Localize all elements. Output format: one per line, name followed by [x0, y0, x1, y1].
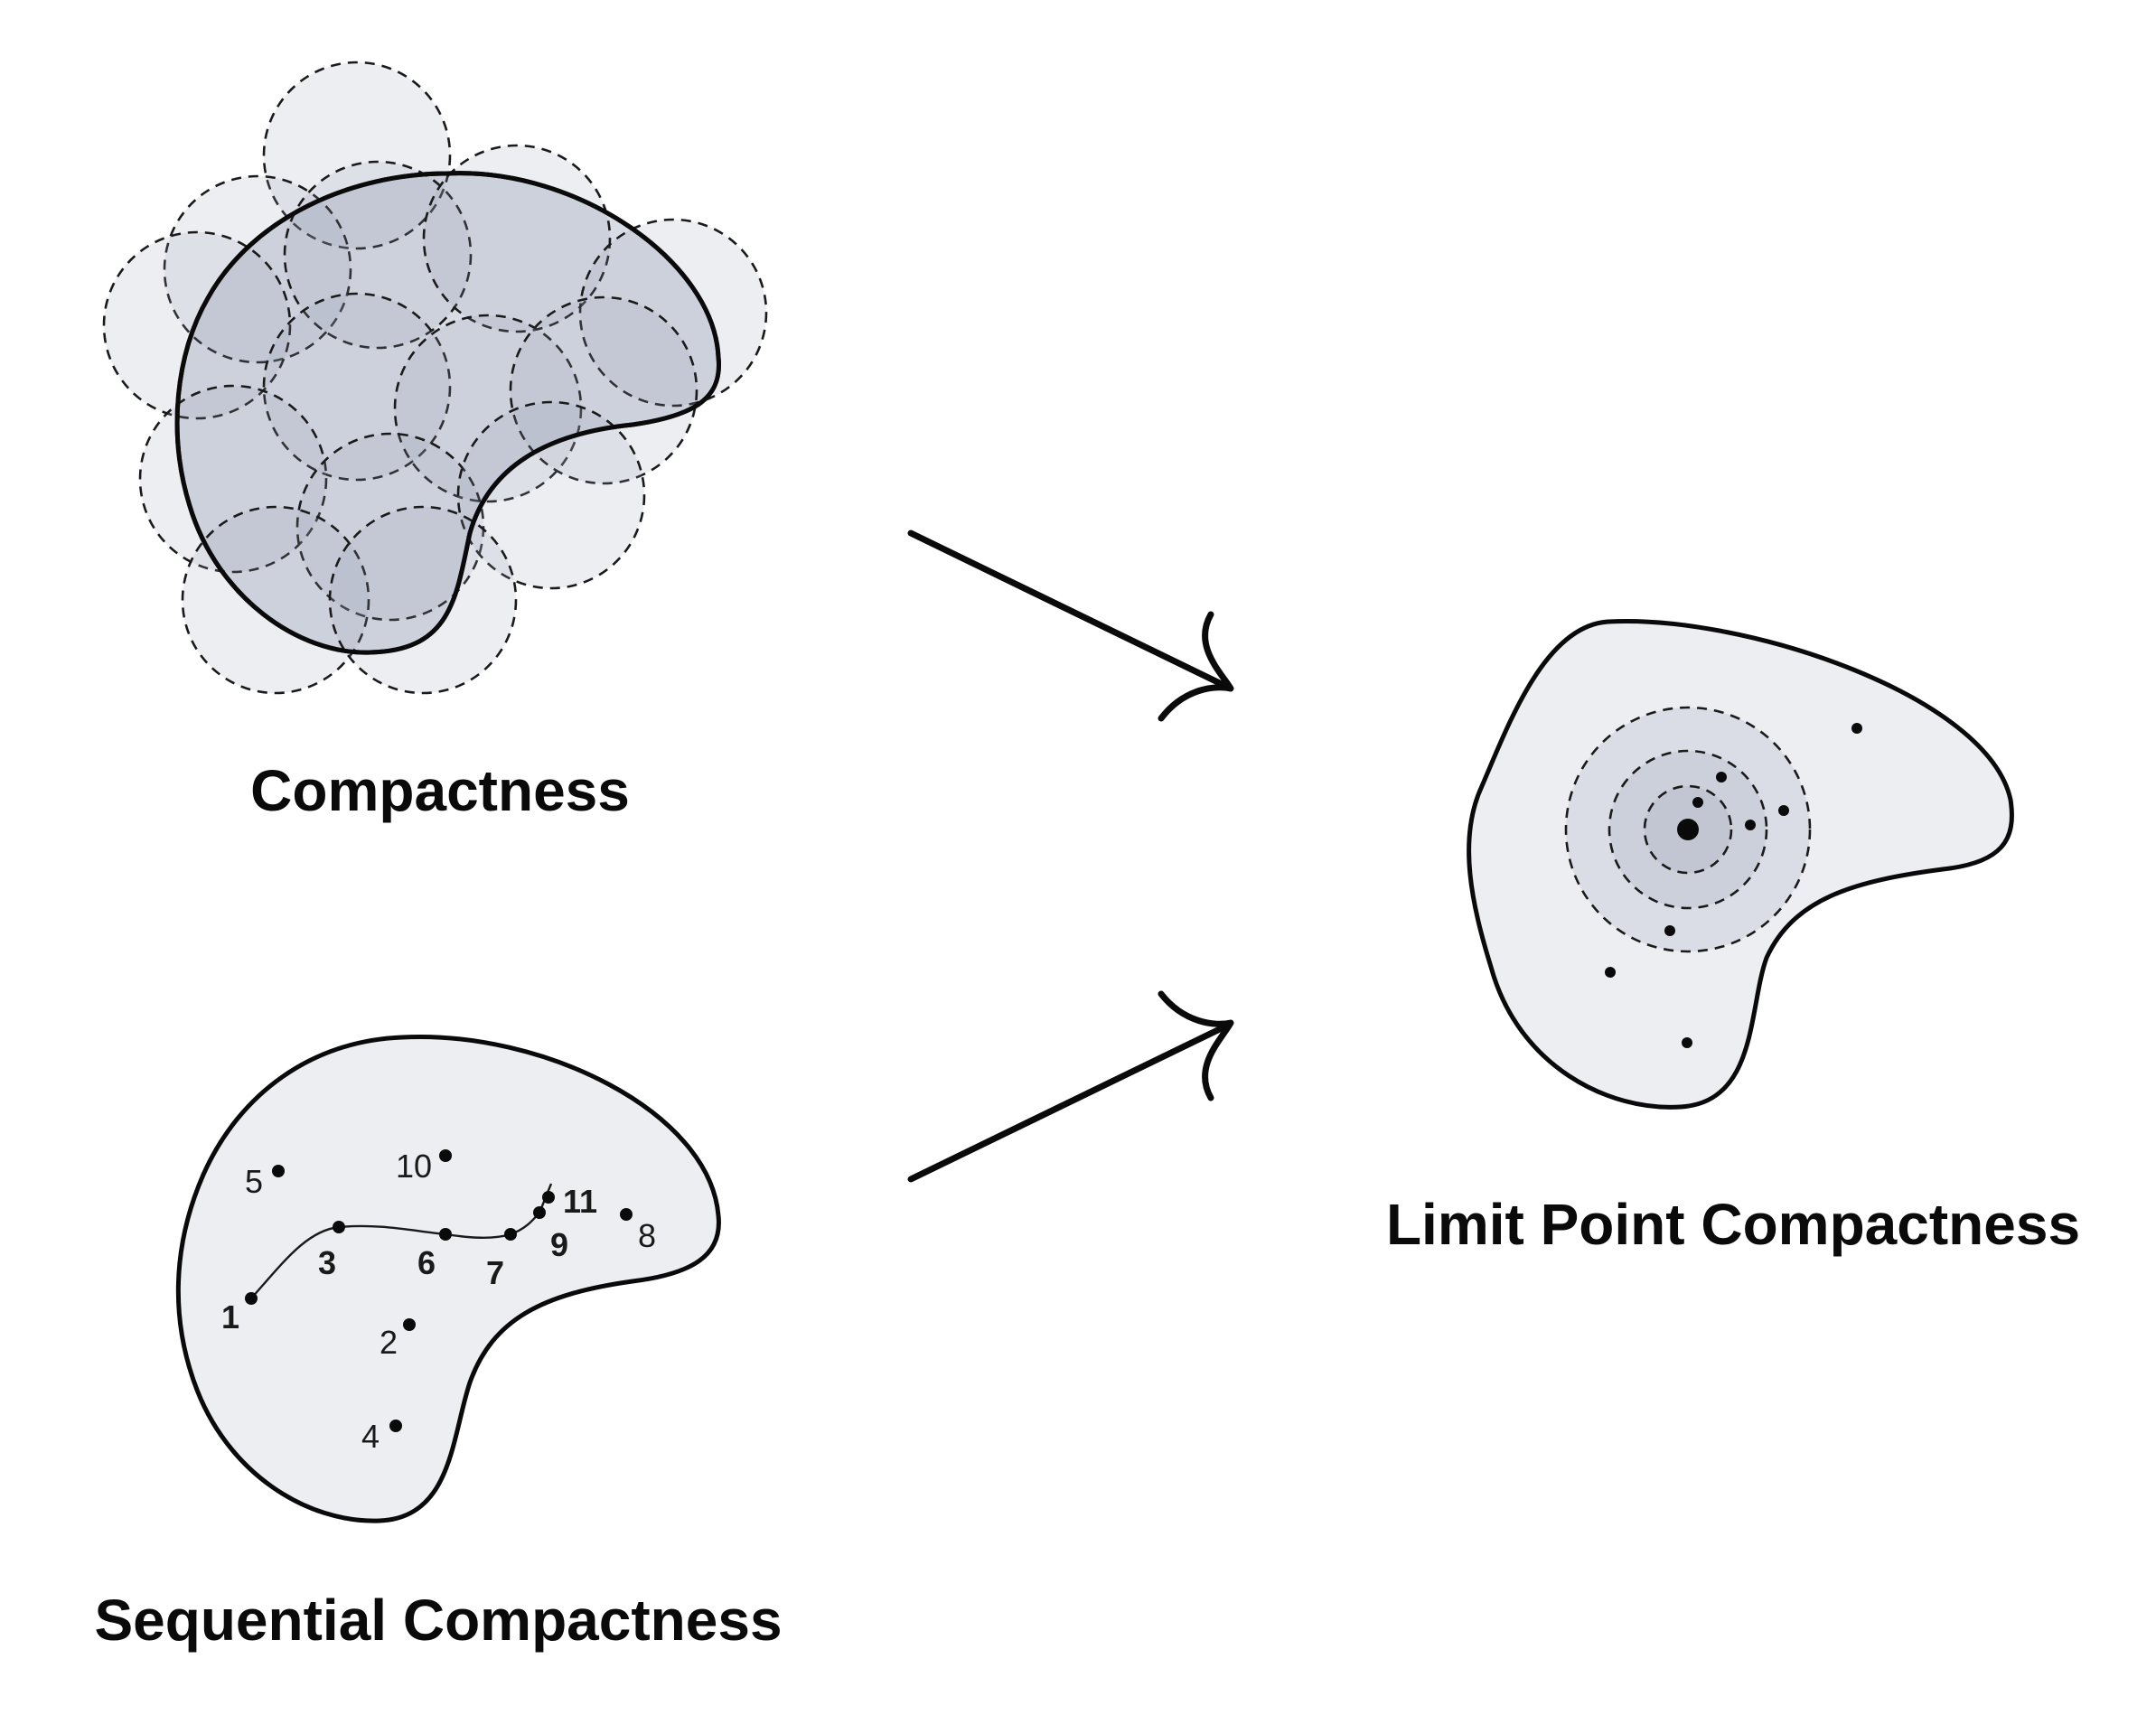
sequence-point: [533, 1206, 546, 1219]
sequence-label: 6: [417, 1244, 436, 1281]
compact-set-outline: [174, 171, 722, 655]
limit-point-figure: Limit Point Compactness: [1386, 619, 2080, 1257]
cover-disc: [262, 292, 452, 482]
cover-disc: [163, 174, 352, 364]
cover-disc: [393, 314, 583, 503]
sequence-point: [439, 1149, 452, 1162]
compactness-figure: Compactness: [102, 61, 768, 823]
cover-disc: [295, 432, 485, 622]
sequence-label: 8: [638, 1217, 656, 1254]
sequence-point: [333, 1221, 345, 1233]
cover-disc: [509, 295, 698, 485]
cover-disc: [283, 160, 473, 350]
set-point: [1778, 805, 1789, 816]
sequence-point: [389, 1420, 402, 1432]
limit-point: [1677, 819, 1699, 840]
sequence-point: [245, 1292, 258, 1305]
sequence-label: 2: [380, 1324, 398, 1361]
set-point: [1605, 967, 1616, 978]
cover-disc: [328, 505, 518, 695]
sequence-point: [403, 1318, 416, 1331]
set-point: [1745, 820, 1756, 830]
sequence-label: 11: [563, 1183, 597, 1220]
sequence-point: [542, 1191, 555, 1204]
arrow-right-up-icon: [907, 990, 1234, 1183]
sequence-label: 9: [550, 1226, 568, 1263]
cover-disc: [262, 61, 452, 250]
sequence-label: 10: [396, 1148, 432, 1185]
compactness-caption: Compactness: [250, 758, 630, 823]
set-point: [1682, 1037, 1692, 1048]
limit-point-caption: Limit Point Compactness: [1386, 1192, 2080, 1257]
cover-disc: [456, 400, 646, 590]
sequential-set-blob: [175, 1035, 721, 1523]
sequence-point: [272, 1165, 285, 1177]
set-point: [1851, 723, 1862, 734]
sequence-point: [504, 1228, 517, 1241]
sequence-label: 4: [361, 1418, 380, 1455]
set-point: [1664, 925, 1675, 936]
sequential-figure: 1 2 3 4 5 6 7 8 9 10 11 Sequential Compa…: [94, 1035, 783, 1653]
sequence-point: [439, 1228, 452, 1241]
sequence-label: 7: [486, 1254, 504, 1291]
sequence-label: 3: [318, 1244, 336, 1281]
sequence-label: 1: [221, 1298, 239, 1335]
set-point: [1692, 797, 1703, 808]
sequence-label: 5: [245, 1163, 263, 1200]
arrow-right-down-icon: [907, 529, 1234, 722]
sequential-caption: Sequential Compactness: [94, 1588, 782, 1653]
limit-point-set-blob: [1467, 619, 2014, 1110]
set-point: [1716, 772, 1727, 783]
sequence-point: [620, 1208, 633, 1221]
cover-disc: [138, 384, 328, 574]
